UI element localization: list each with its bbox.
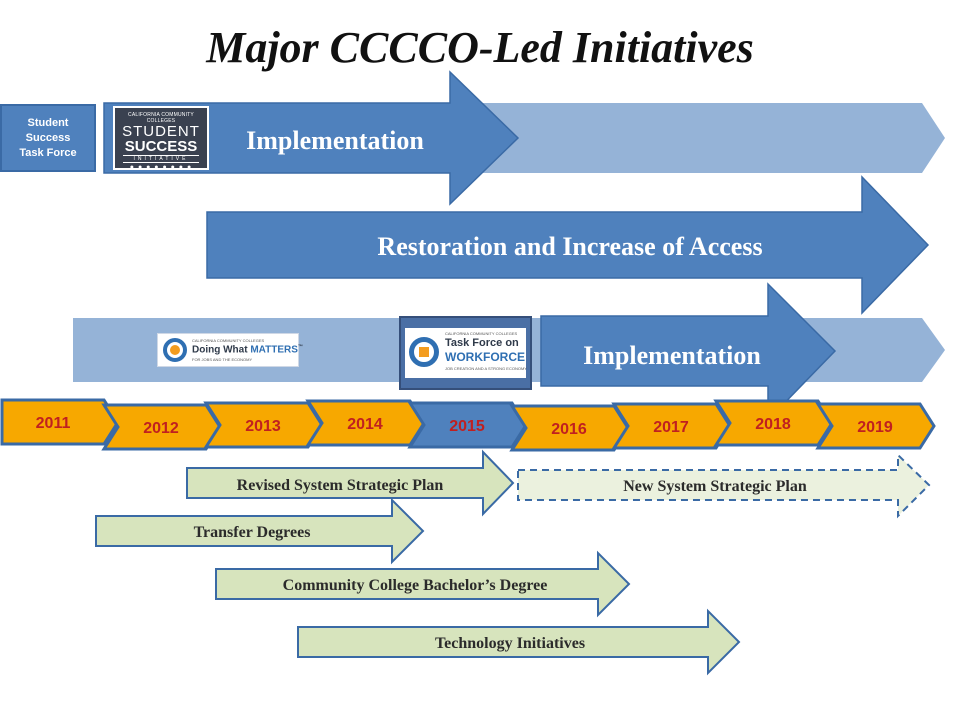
- technology-initiatives-label: Technology Initiatives: [435, 635, 585, 652]
- task-force-line-3: Task Force: [19, 146, 77, 159]
- dwm-logo-title-a: Doing What: [192, 344, 251, 356]
- dwm-logo-tm: ™: [297, 344, 303, 350]
- revised-plan-label: Revised System Strategic Plan: [237, 477, 444, 494]
- student-success-initiative-logo: CALIFORNIA COMMUNITY COLLEGES STUDENT SU…: [113, 106, 209, 171]
- year-label-2019: 2019: [857, 419, 893, 436]
- dwm-logo-small-text: CALIFORNIA COMMUNITY COLLEGES: [192, 338, 265, 343]
- dwm-logo-subtitle: FOR JOBS AND THE ECONOMY: [192, 357, 253, 362]
- transfer-degrees-arrow: [95, 497, 425, 565]
- tfw-logo-line-3: JOB CREATION AND A STRONG ECONOMY: [445, 366, 527, 371]
- ssi-logo-dots: ● ● ● ● ● ● ● ●: [129, 164, 193, 171]
- implementation-mid-label: Implementation: [583, 341, 761, 370]
- year-label-2013: 2013: [245, 418, 281, 435]
- transfer-degrees-label: Transfer Degrees: [194, 524, 311, 541]
- implementation-top-arrow: [103, 70, 520, 206]
- ssi-logo-student: STUDENT: [122, 123, 200, 140]
- tfw-logo-line-2: WORKFORCE: [445, 350, 525, 364]
- year-chevron-2018: [713, 399, 834, 447]
- year-chevron-2011: [0, 398, 120, 446]
- dwm-logo-title-b: MATTERS: [250, 344, 298, 356]
- year-label-2012: 2012: [143, 420, 179, 437]
- dwm-logo-title: Doing What MATTERS™: [192, 344, 303, 355]
- task-force-line-1: Student: [27, 116, 69, 129]
- tfw-logo-line-1: Task Force on: [445, 337, 519, 349]
- implementation-mid-arrow: [540, 282, 837, 422]
- revised-plan-arrow: [186, 449, 515, 517]
- tfw-logo-inner: CALIFORNIA COMMUNITY COLLEGES Task Force…: [405, 328, 527, 378]
- tfw-logo-icon: [409, 337, 439, 367]
- ssi-logo-initiative: INITIATIVE: [123, 155, 199, 163]
- implementation-top-label: Implementation: [246, 126, 424, 155]
- task-force-workforce-logo: CALIFORNIA COMMUNITY COLLEGES Task Force…: [399, 316, 532, 390]
- ssi-logo-small-text: CALIFORNIA COMMUNITY COLLEGES: [128, 112, 194, 124]
- restoration-arrow: [206, 175, 930, 315]
- restoration-label: Restoration and Increase of Access: [377, 232, 762, 261]
- student-success-task-force-box: Student Success Task Force: [0, 104, 96, 172]
- year-label-2016: 2016: [551, 421, 587, 438]
- dwm-logo-icon: [163, 338, 187, 362]
- year-label-2011: 2011: [36, 415, 71, 432]
- year-chevron-2017: [611, 402, 732, 450]
- technology-initiatives-arrow: [297, 608, 741, 676]
- bachelors-degree-label: Community College Bachelor’s Degree: [283, 577, 548, 594]
- new-plan-label: New System Strategic Plan: [623, 478, 807, 495]
- task-force-line-2: Success: [25, 131, 71, 144]
- year-label-2014: 2014: [347, 416, 383, 433]
- year-label-2017: 2017: [653, 419, 689, 436]
- year-label-2015: 2015: [449, 418, 485, 435]
- year-chevron-2015: [407, 401, 528, 449]
- new-plan-arrow: [517, 452, 931, 519]
- year-chevron-2019: [815, 402, 936, 450]
- page-title: Major CCCCO-Led Initiatives: [206, 23, 754, 72]
- bachelors-degree-arrow: [215, 550, 631, 618]
- doing-what-matters-logo: CALIFORNIA COMMUNITY COLLEGES Doing What…: [157, 333, 303, 367]
- ssi-logo-success: SUCCESS: [124, 138, 198, 155]
- tfw-logo-small-text: CALIFORNIA COMMUNITY COLLEGES: [445, 331, 518, 336]
- timeline: 2011 2012 2013 2014 2015 2016 2017 2018 2019: [0, 398, 936, 452]
- year-label-2018: 2018: [755, 416, 791, 433]
